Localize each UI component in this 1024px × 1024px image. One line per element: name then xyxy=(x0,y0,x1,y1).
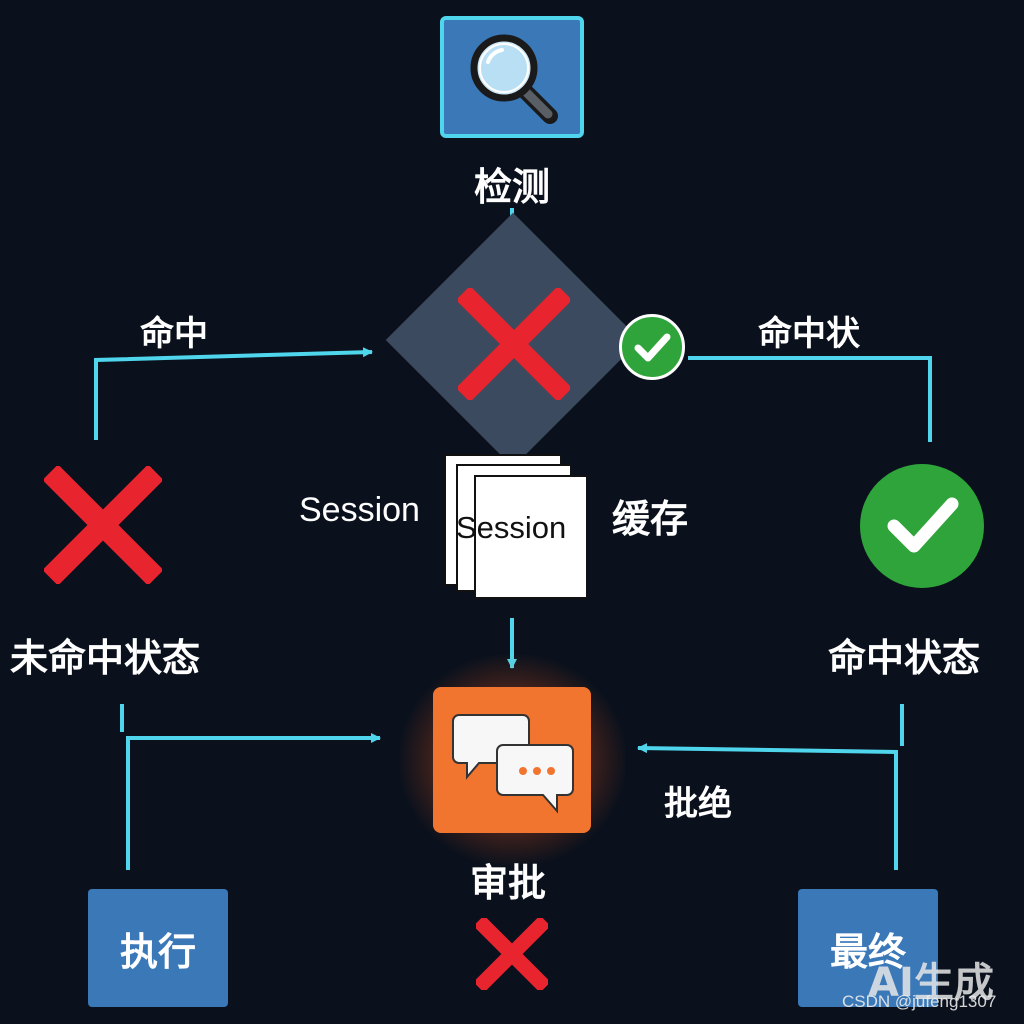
final-node: 最终 xyxy=(798,889,938,1007)
edge-label-left-top: 命中 xyxy=(140,314,208,354)
magnifier-icon xyxy=(470,34,558,124)
green-check-icon xyxy=(619,314,685,380)
hit-state-label: 命中状态 xyxy=(828,636,981,680)
cache-right-label: 缓存 xyxy=(612,497,689,541)
edge-label-reject: 批绝 xyxy=(664,784,732,824)
watermark-source: CSDN @jufeng1307 xyxy=(842,992,997,1011)
execute-label: 执行 xyxy=(119,929,196,974)
cache-left-label: Session xyxy=(299,491,420,529)
approval-label: 审批 xyxy=(470,861,547,905)
edge-right-top xyxy=(688,356,932,442)
edge-right-bottom xyxy=(637,743,898,870)
approval-node xyxy=(433,687,591,833)
red-x-icon xyxy=(458,288,570,400)
final-label: 最终 xyxy=(829,929,906,974)
edge-left-bottom xyxy=(126,733,381,870)
chat-bubbles-icon xyxy=(452,714,574,814)
detect-label: 检测 xyxy=(473,165,550,209)
cache-page-label: Session xyxy=(456,510,567,545)
edge-label-right-top: 命中状 xyxy=(758,314,860,354)
hit-green-check-icon xyxy=(860,464,984,588)
approval-red-x-icon xyxy=(476,918,548,990)
detect-node xyxy=(440,16,584,138)
miss-state-label: 未命中状态 xyxy=(10,636,201,680)
miss-red-x-icon xyxy=(44,466,162,584)
execute-node: 执行 xyxy=(88,889,228,1007)
watermark-mark: AI生成 xyxy=(868,960,994,1006)
document-page-front xyxy=(474,475,588,599)
edge-left-top xyxy=(94,347,373,440)
